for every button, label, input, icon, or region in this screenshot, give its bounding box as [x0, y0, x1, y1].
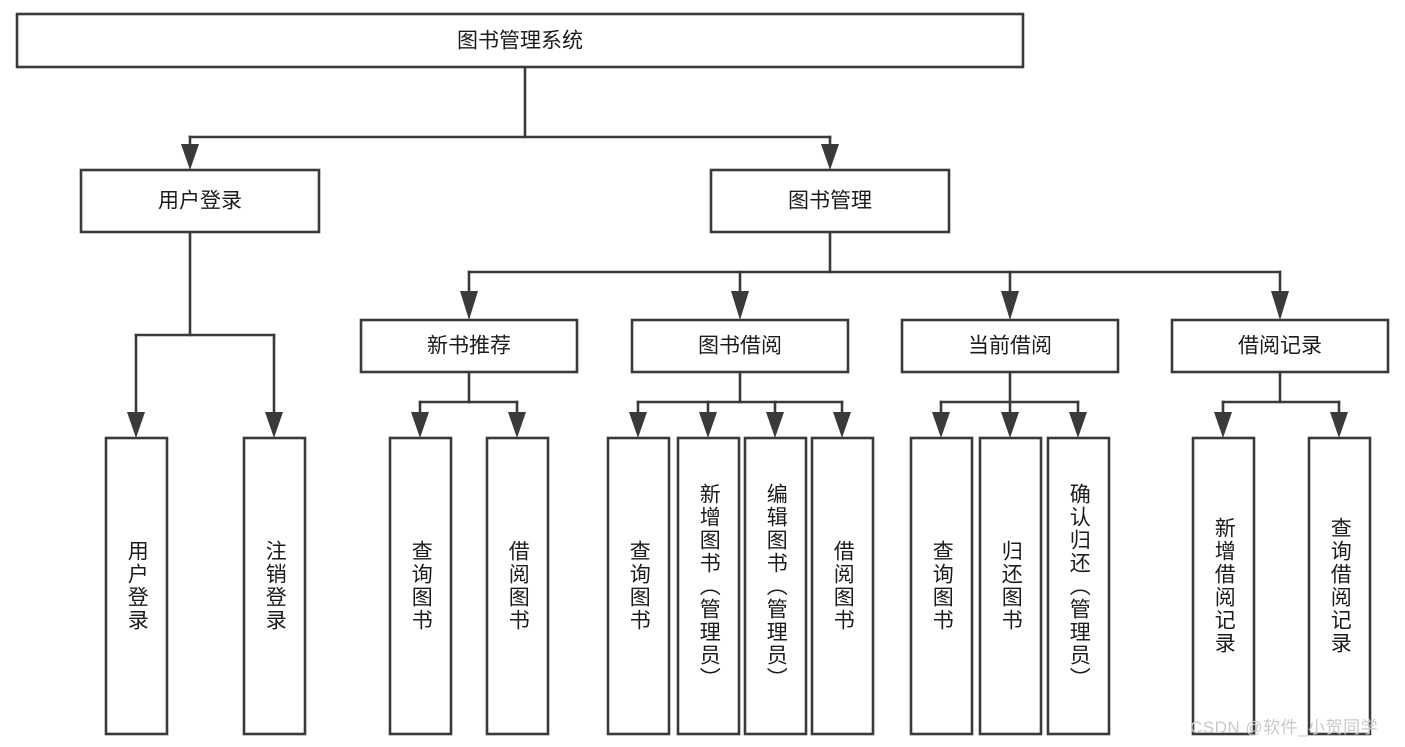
arrow-head-book-borrow: [731, 291, 749, 320]
connector-group-current-borrow: [932, 370, 1087, 438]
node-label-new-book-recommend: 新书推荐: [427, 335, 511, 358]
arrow-head-leaf-logout-login: [265, 412, 283, 438]
arrow-head-leaf-query-record: [1330, 412, 1348, 438]
node-label-book-manage: 图书管理: [788, 190, 872, 213]
arrow-head-leaf-query-book-3: [932, 412, 950, 438]
csdn-watermark: CSDN @软件_小贺同学: [1190, 718, 1379, 737]
node-box-leaf-confirm-return[interactable]: [1046, 436, 1111, 736]
connector-group-user-login: [127, 230, 283, 438]
node-box-new-book-recommend[interactable]: [359, 318, 579, 374]
node-box-leaf-query-book-1[interactable]: [388, 436, 453, 736]
arrow-head-leaf-edit-book: [766, 412, 784, 438]
node-box-leaf-borrow-book-1[interactable]: [485, 436, 550, 736]
node-box-leaf-query-record[interactable]: [1307, 436, 1372, 736]
connector-group-new-book-recommend: [411, 370, 526, 438]
arrow-head-current-borrow: [1001, 291, 1019, 320]
node-box-root[interactable]: [15, 12, 1025, 69]
arrow-head-user-login: [181, 144, 199, 170]
connector-group-root: [181, 65, 839, 170]
arrow-head-book-manage: [821, 144, 839, 170]
node-box-borrow-record[interactable]: [1170, 318, 1390, 374]
node-label-book-borrow: 图书借阅: [698, 335, 782, 358]
node-label-root: 图书管理系统: [457, 30, 583, 53]
arrow-head-leaf-query-book-1: [411, 412, 429, 438]
arrow-head-leaf-user-login: [127, 412, 145, 438]
node-box-current-borrow[interactable]: [900, 318, 1120, 374]
arrow-head-new-book-recommend: [460, 291, 478, 320]
arrow-head-leaf-return-book: [1001, 412, 1019, 438]
node-box-leaf-query-book-3[interactable]: [909, 436, 974, 736]
node-label-current-borrow: 当前借阅: [968, 335, 1052, 358]
connector-group-book-borrow: [629, 370, 851, 438]
node-label-user-login: 用户登录: [158, 190, 242, 213]
node-box-leaf-user-login[interactable]: [104, 436, 169, 736]
node-box-leaf-add-book[interactable]: [676, 436, 741, 736]
node-box-leaf-edit-book[interactable]: [743, 436, 808, 736]
arrow-head-leaf-borrow-book-2: [833, 412, 851, 438]
arrow-head-leaf-add-book: [699, 412, 717, 438]
connector-group-book-manage: [460, 230, 1289, 320]
arrow-head-leaf-add-record: [1214, 412, 1232, 438]
node-box-leaf-borrow-book-2[interactable]: [810, 436, 875, 736]
node-box-leaf-add-record[interactable]: [1191, 436, 1256, 736]
node-label-borrow-record: 借阅记录: [1238, 335, 1322, 358]
arrow-head-leaf-query-book-2: [629, 412, 647, 438]
node-box-book-manage[interactable]: [709, 168, 951, 234]
node-box-leaf-query-book-2[interactable]: [606, 436, 671, 736]
node-box-book-borrow[interactable]: [630, 318, 850, 374]
arrow-head-leaf-borrow-book-1: [508, 412, 526, 438]
arrow-head-borrow-record: [1271, 291, 1289, 320]
arrow-head-leaf-confirm-return: [1069, 412, 1087, 438]
node-box-user-login[interactable]: [79, 168, 321, 234]
node-box-leaf-return-book[interactable]: [978, 436, 1043, 736]
node-box-leaf-logout-login[interactable]: [242, 436, 307, 736]
connector-group-borrow-record: [1214, 370, 1348, 438]
